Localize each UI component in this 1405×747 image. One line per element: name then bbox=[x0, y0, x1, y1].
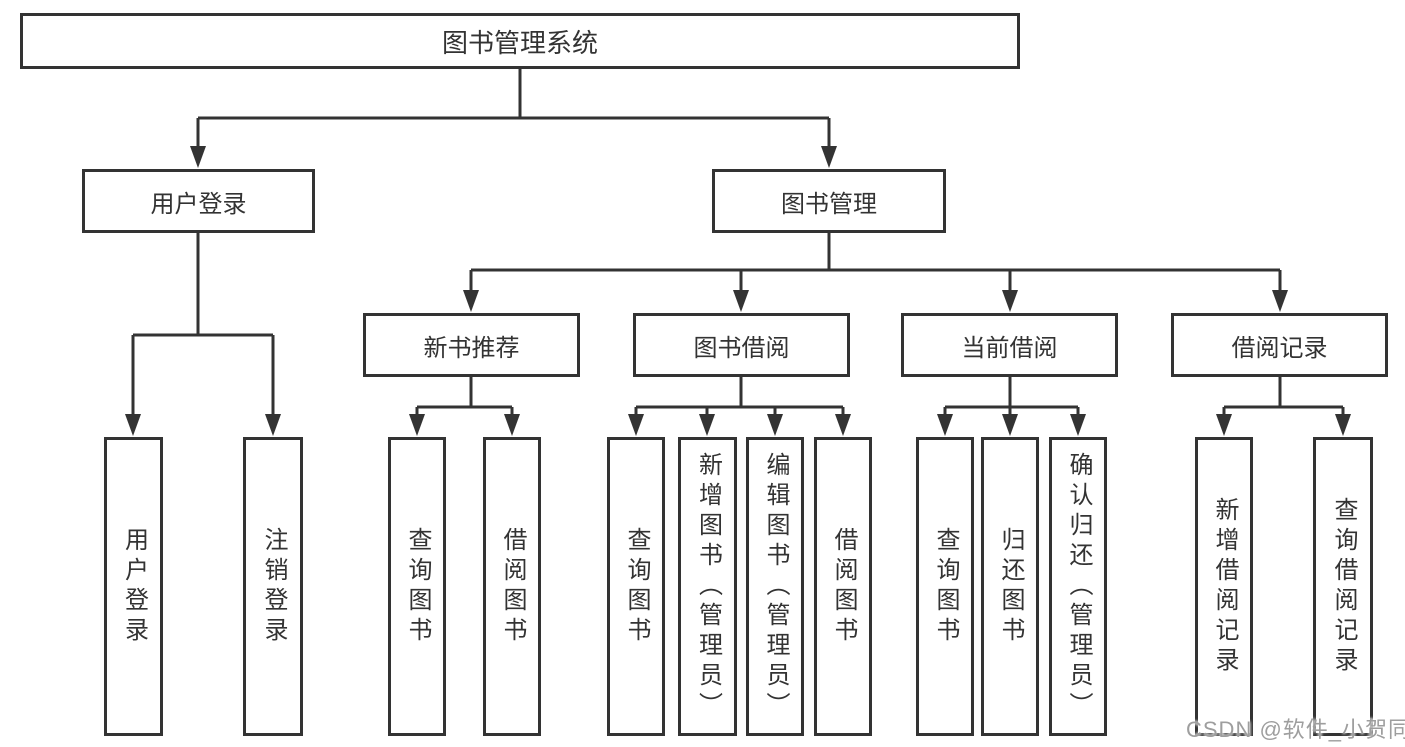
leaf-query-borrow-record: 查询借阅记录 bbox=[1313, 437, 1373, 736]
leaf-logout: 注销登录 bbox=[243, 437, 303, 736]
node-book-management-label: 图书管理 bbox=[781, 190, 877, 218]
leaf-borrow-books-recommend-label: 借阅图书 bbox=[499, 526, 526, 647]
leaf-query-books-recommend-label: 查询图书 bbox=[404, 526, 431, 647]
leaf-edit-book-admin-label: 编辑图书（管理员） bbox=[762, 451, 789, 722]
leaf-add-book-admin-label: 新增图书（管理员） bbox=[694, 451, 722, 722]
leaf-query-books-borrow: 查询图书 bbox=[607, 437, 665, 736]
edge-book-borrow bbox=[634, 377, 845, 418]
leaf-user-login: 用户登录 bbox=[104, 437, 163, 736]
leaf-edit-book-admin: 编辑图书（管理员） bbox=[746, 437, 804, 736]
leaf-borrow-books-recommend: 借阅图书 bbox=[483, 437, 541, 736]
node-new-book-recommend-label: 新书推荐 bbox=[423, 334, 520, 362]
leaf-confirm-return-admin: 确认归还（管理员） bbox=[1049, 437, 1107, 736]
node-current-borrow: 当前借阅 bbox=[901, 313, 1118, 377]
node-current-borrow-label: 当前借阅 bbox=[961, 334, 1058, 362]
leaf-query-borrow-record-label: 查询借阅记录 bbox=[1330, 496, 1357, 677]
node-root: 图书管理系统 bbox=[20, 13, 1020, 69]
leaf-query-books-borrow-label: 查询图书 bbox=[623, 526, 650, 647]
node-book-borrow: 图书借阅 bbox=[633, 313, 850, 377]
edge-root bbox=[196, 68, 831, 150]
watermark-text: CSDN @软件_小贺同学 bbox=[1186, 717, 1405, 742]
leaf-borrow-books-label: 借阅图书 bbox=[830, 526, 857, 647]
node-new-book-recommend: 新书推荐 bbox=[363, 313, 580, 377]
node-book-borrow-label: 图书借阅 bbox=[693, 334, 790, 362]
leaf-user-login-label: 用户登录 bbox=[120, 526, 148, 647]
leaf-logout-label: 注销登录 bbox=[260, 526, 287, 647]
node-root-label: 图书管理系统 bbox=[441, 27, 598, 58]
leaf-query-books-recommend: 查询图书 bbox=[388, 437, 446, 736]
leaf-return-book-label: 归还图书 bbox=[997, 526, 1024, 647]
edge-borrow-records bbox=[1222, 377, 1345, 418]
edge-current-borrow bbox=[943, 377, 1080, 418]
node-borrow-records: 借阅记录 bbox=[1171, 313, 1388, 377]
node-book-management: 图书管理 bbox=[712, 169, 946, 233]
node-user-login-label: 用户登录 bbox=[150, 190, 247, 218]
node-user-login: 用户登录 bbox=[82, 169, 315, 233]
leaf-return-book: 归还图书 bbox=[981, 437, 1039, 736]
leaf-add-book-admin: 新增图书（管理员） bbox=[678, 437, 737, 736]
leaf-borrow-books: 借阅图书 bbox=[814, 437, 872, 736]
edge-new-book-recommend bbox=[415, 377, 514, 418]
leaf-confirm-return-admin-label: 确认归还（管理员） bbox=[1065, 451, 1092, 722]
leaf-add-borrow-record-label: 新增借阅记录 bbox=[1211, 496, 1238, 677]
leaf-add-borrow-record: 新增借阅记录 bbox=[1195, 437, 1253, 736]
edge-book-management bbox=[469, 233, 1282, 294]
leaf-query-books-current: 查询图书 bbox=[916, 437, 974, 736]
leaf-query-books-current-label: 查询图书 bbox=[932, 526, 959, 647]
edge-user-login bbox=[131, 233, 275, 418]
node-borrow-records-label: 借阅记录 bbox=[1231, 334, 1328, 362]
